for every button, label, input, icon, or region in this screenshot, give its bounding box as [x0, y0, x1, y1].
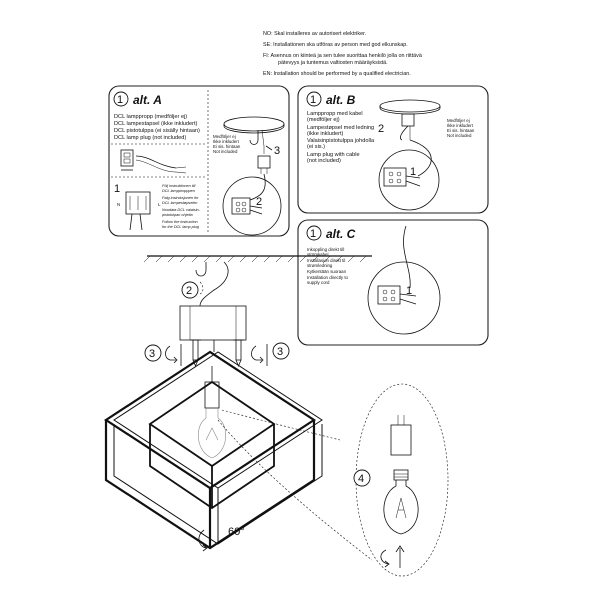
- dcl-wiring-icon: 1 N L: [114, 183, 161, 231]
- follow-5: Noudata DCL valaisin-: [162, 208, 201, 212]
- ceiling-mount-assembly: 2 3 3: [143, 255, 372, 368]
- follow-4: DCL lampestøpselen: [162, 201, 197, 205]
- panel-b-desc-5: Valaisinpistotulppa johdolla: [307, 138, 375, 144]
- panel-c-step-1: 1: [406, 285, 412, 297]
- live-label: L: [158, 202, 161, 207]
- panel-b-desc-3: Lampestøpsel med ledning: [307, 125, 374, 131]
- safety-notice: NO: Skal installeres av autorisert elekt…: [263, 31, 422, 77]
- panel-b-desc-1: Lamppropp med kabel: [307, 111, 363, 117]
- panel-c-desc-6: Installation directly to: [307, 275, 349, 280]
- panel-c-title: alt. C: [326, 227, 356, 241]
- panel-a-desc-2: DCL lampestapsel (ikke inkludert): [114, 121, 198, 127]
- panel-a-desc-1: DCL lamppropp (medföljer ej): [114, 114, 187, 120]
- terminal-zoom-icon: 1: [367, 225, 441, 335]
- panel-c-desc-3: Installasjon direkt til: [307, 258, 345, 263]
- ceiling-hatch: [143, 255, 367, 263]
- screw-right-icon: [233, 339, 244, 368]
- canopy-box: [179, 305, 247, 341]
- cube-pendant-frame: 60°: [103, 340, 323, 552]
- panel-b-note-4: Not included: [447, 133, 472, 138]
- panel-c-desc-2: strömkabel: [307, 252, 328, 257]
- follow-3: Følg instruksjonen for: [162, 196, 199, 200]
- step-2-badge: [181, 281, 199, 299]
- follow-7: Follow the instruction: [162, 220, 198, 224]
- dcl-plug-icon: [120, 149, 187, 174]
- step-1-badge: [113, 91, 129, 107]
- main-step-2: 2: [186, 285, 192, 297]
- step-1-badge: [306, 225, 322, 241]
- ceiling-hook-icon: [195, 262, 207, 277]
- bulb-outline: [198, 408, 226, 459]
- plug-icon: [257, 155, 271, 169]
- rotate-right-icon: [251, 345, 262, 361]
- panel-a-note-2: Ikke inkludert: [213, 139, 240, 144]
- main-step-3-left: 3: [149, 348, 155, 360]
- panel-b-step-1: 1: [410, 166, 416, 178]
- follow-6: pistotulpan ohjeita: [161, 213, 193, 217]
- panel-alt-c: 1 alt. C Inkoppling direkt till strömkab…: [297, 219, 489, 346]
- notice-fi-1: FI: Asennus on kiinteä ja sen tulee suor…: [263, 53, 422, 59]
- panel-b-title: alt. B: [326, 93, 356, 107]
- panel-b-step-2: 2: [378, 123, 384, 135]
- follow-1: Följ instruktionen till: [162, 184, 195, 188]
- notice-se: SE: Installationen ska utföras av person…: [263, 42, 408, 48]
- panel-b-note-2: Ikke inkludert: [447, 123, 474, 128]
- panel-c-number: 1: [310, 228, 316, 240]
- follow-8: for the DCL lamp plug: [162, 225, 200, 229]
- terminal-zoom-icon: 2: [222, 173, 282, 236]
- bulb-detail: 4: [217, 383, 449, 577]
- notice-fi-2: pätevyys ja tuntemus valtiosten määräyks…: [278, 60, 388, 66]
- rotate-left-icon: [165, 345, 176, 361]
- panel-b-desc-7: Lamp plug with cable: [307, 152, 360, 158]
- panel-a-number: 1: [117, 94, 123, 106]
- main-step-3-right: 3: [277, 346, 283, 358]
- panel-b-desc-4: (ikke inkludert): [307, 131, 344, 137]
- ceiling-canopy-icon: [379, 99, 441, 141]
- panel-a-note-1: Medföljer ej: [213, 134, 236, 139]
- panel-alt-a: 1 alt. A DCL lamppropp (medföljer ej) DC…: [108, 85, 290, 237]
- panel-alt-b: 1 alt. B Lamppropp med kabel (medföljer …: [297, 85, 489, 214]
- terminal-zoom-icon: 1: [378, 139, 440, 211]
- panel-c-desc-7: supply cord: [307, 280, 330, 285]
- step-4-badge: [353, 469, 371, 487]
- panel-b-note-3: Ei sis. hintaan: [447, 128, 475, 133]
- panel-b-desc-8: (not included): [307, 158, 341, 164]
- panel-a-step-2: 2: [256, 196, 262, 208]
- panel-a-title: alt. A: [133, 93, 162, 107]
- ceiling-hook-icon: [249, 130, 259, 145]
- step-3-right-badge: [272, 342, 290, 360]
- edison-bulb-icon: [383, 469, 419, 535]
- panel-a-desc-3: DCL pistotulppa (ei sisälly hintaan): [114, 128, 200, 134]
- rotation-angle: 60°: [228, 526, 245, 538]
- panel-b-number: 1: [310, 94, 316, 106]
- panel-a-note-3: Ei sis. hintaan: [213, 144, 241, 149]
- notice-no: NO: Skal installeres av autorisert elekt…: [263, 31, 366, 37]
- panel-a-step-3: 3: [274, 145, 280, 157]
- step-3-left-badge: [144, 344, 162, 362]
- main-step-4: 4: [358, 473, 364, 485]
- panel-b-note-1: Medföljer ej: [447, 118, 470, 123]
- panel-b-desc-2: (medföljer ej): [307, 117, 340, 123]
- step-1-badge: [306, 91, 322, 107]
- panel-c-desc-4: strømledning: [307, 263, 333, 268]
- panel-a-step-1: 1: [114, 183, 120, 195]
- panel-a-desc-4: DCL lamp plug (not included): [114, 135, 186, 141]
- socket-detail-icon: [390, 424, 412, 456]
- neutral-label: N: [117, 202, 120, 207]
- follow-2: DCL lamppropppen: [162, 189, 195, 193]
- ceiling-canopy-icon: [223, 116, 285, 154]
- screw-in-icon: [380, 549, 389, 565]
- panel-c-desc-5: Kytkentään suoraan: [307, 269, 347, 274]
- panel-a-note-4: Not included: [213, 149, 238, 154]
- panel-c-desc-1: Inkoppling direkt till: [307, 247, 344, 252]
- notice-en: EN: Installation should be performed by …: [263, 71, 411, 77]
- rotate-60-icon: [198, 529, 207, 549]
- panel-b-desc-6: (ei sis.): [307, 144, 325, 150]
